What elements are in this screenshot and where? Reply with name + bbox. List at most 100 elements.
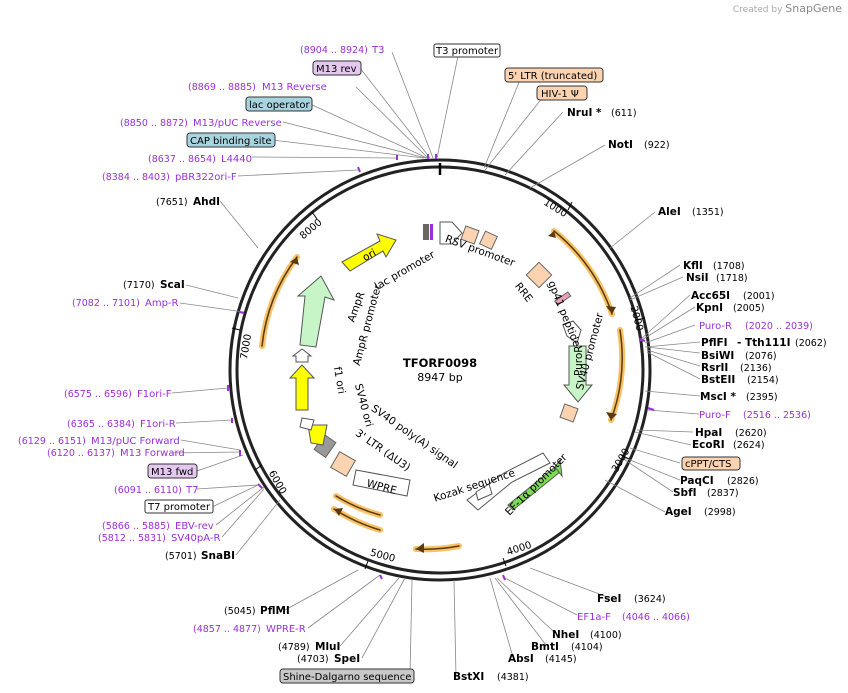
primer-l4440-range: (8637 .. 8654)	[148, 154, 216, 165]
enz-bstxi: BstXI	[453, 671, 484, 683]
primer-m13-forward-range: (6120 .. 6137)	[47, 448, 115, 459]
enz-nsii-pos: (1718)	[716, 273, 748, 284]
enz-pflmi: PflMI	[260, 605, 290, 617]
hiv-box	[536, 85, 588, 101]
primer-t7-name: T7	[185, 485, 198, 496]
enz-acc65i: Acc65I	[691, 290, 730, 302]
primer-puro-f-range: (2516 .. 2536)	[743, 410, 811, 421]
enz-nhei-pos: (4100)	[590, 630, 622, 641]
primer-pbr322-name: pBR322ori-F	[175, 172, 237, 183]
rsv-promoter-arrow	[439, 221, 463, 245]
primer-pbr322-range: (8384 .. 8403)	[102, 172, 170, 183]
primer-f1ori-f-range: (6575 .. 6596)	[64, 389, 132, 400]
primer-t3-name: T3	[371, 45, 384, 56]
enz-sbfi-pos: (2837)	[707, 488, 739, 499]
plasmid-name: TFORF0098	[403, 356, 477, 370]
primer-ampr-range: (7082 .. 7101)	[72, 298, 140, 309]
enzymes-right: NruI * (611) NotI (922) AleI (1351) KflI…	[453, 107, 827, 683]
primer-m13puc-forward-name: M13/pUC Forward	[91, 436, 180, 447]
t7-promoter-label: T7 promoter	[147, 502, 211, 513]
ori-arrow	[341, 233, 397, 272]
enz-kfli: KflI	[683, 260, 703, 272]
puror-label: PuroR	[573, 345, 585, 376]
enz-nhei: NheI	[552, 629, 579, 641]
cppt-box	[681, 456, 741, 471]
enz-tth111i: Tth111I	[745, 337, 790, 349]
hiv-block	[478, 230, 498, 250]
primer-m13-reverse-name: M13 Reverse	[262, 82, 327, 93]
primer-f1ori-r-name: F1ori-R	[140, 419, 176, 430]
enz-scai: ScaI	[160, 279, 185, 291]
enz-mlui-pos: (4789)	[278, 642, 310, 653]
primer-ebv-rev-range: (5866 .. 5885)	[102, 521, 170, 532]
enz-acc65i-pos: (2001)	[743, 291, 775, 302]
primer-l4440-name: L4440	[221, 154, 252, 165]
cppt-label: cPPT/CTS	[685, 459, 731, 470]
lac-operator-box	[245, 96, 313, 112]
primer-marks	[227, 154, 655, 581]
lac-operator-label: lac operator	[249, 100, 310, 111]
enz-pflmi-pos: (5045)	[224, 606, 256, 617]
enz-mlui: MluI	[315, 641, 340, 653]
tick-7000: 7000	[239, 333, 254, 360]
m13-fwd-box	[147, 463, 198, 479]
primer-sv40pa-r-range: (5812 .. 5831)	[98, 533, 166, 544]
enz-bsteii: BstEII	[701, 374, 735, 386]
kozak-arrow	[475, 483, 493, 501]
enz-kfli-pos: (1708)	[713, 261, 745, 272]
enz-bsiwi: BsiWI	[701, 350, 734, 362]
sv40-ori-label: SV40 ori	[352, 382, 375, 428]
enz-fsei: FseI	[597, 593, 621, 605]
primer-sv40pa-r-name: SV40pA-R	[171, 533, 220, 544]
ampr-promoter-arrow	[291, 348, 313, 363]
ef1a-arrow-head	[554, 458, 563, 478]
primer-f1ori-f-name: F1ori-F	[137, 389, 172, 400]
enz-paqci-pos: (2826)	[727, 476, 759, 487]
primer-ef1a-f-range: (4046 .. 4066)	[622, 612, 690, 623]
enz-noti: NotI	[608, 139, 633, 151]
sv40-ori-block	[307, 424, 328, 446]
t7-promoter-box	[144, 499, 214, 514]
primer-ef1a-f-name: EF1a-F	[577, 612, 611, 623]
backbone	[228, 158, 652, 582]
enz-kpni: KpnI	[696, 302, 723, 314]
enz-sbfi: SbfI	[673, 487, 697, 499]
primer-t7-range: (6091 .. 6110)	[114, 485, 182, 496]
top-left-labels: (8904 .. 8924) T3 M13 rev (8869 .. 8885)…	[102, 45, 384, 183]
enz-alei-pos: (1351)	[692, 207, 724, 218]
wpre-box	[352, 469, 411, 497]
primer-f1ori-r-range: (6365 .. 6384)	[67, 419, 135, 430]
sv40-promoter-arrow	[562, 320, 582, 344]
primer-puro-r-range: (2020 .. 2039)	[745, 321, 813, 332]
enz-paqci: PaqCI	[680, 475, 714, 487]
m13-fwd-label: M13 fwd	[151, 467, 193, 478]
feature-small-1	[423, 224, 429, 240]
ltr3-block	[330, 451, 356, 477]
enz-agei: AgeI	[665, 506, 692, 518]
primer-wpre-r-name: WPRE-R	[266, 624, 306, 635]
enz-absi: AbsI	[508, 653, 534, 665]
enz-bsiwi-pos: (2076)	[745, 351, 777, 362]
enz-bmti: BmtI	[531, 641, 559, 653]
primer-ebv-rev-name: EBV-rev	[175, 521, 214, 532]
t3-promoter-label: T3 promoter	[435, 46, 499, 57]
gp41-block	[554, 291, 572, 306]
enz-hpai: HpaI	[695, 427, 722, 439]
m13-rev-label: M13 rev	[316, 64, 357, 75]
primer-wpre-r-range: (4857 .. 4877)	[193, 624, 261, 635]
t3-promoter-box	[433, 43, 501, 58]
enz-msci: MscI *	[700, 391, 736, 403]
shine-dalgarno-box	[279, 668, 415, 684]
primer-m13puc-reverse-name: M13/pUC Reverse	[193, 118, 282, 129]
plasmid-size: 8947 bp	[417, 371, 462, 384]
enz-noti-pos: (922)	[644, 140, 670, 151]
enz-msci-pos: (2395)	[746, 392, 778, 403]
enz-spei-pos: (4703)	[297, 654, 329, 665]
enz-fsei-pos: (3624)	[634, 594, 666, 605]
enz-scai-pos: (7170)	[123, 280, 155, 291]
ltr5-block	[460, 225, 480, 245]
primer-ampr-name: Amp-R	[145, 298, 179, 309]
enz-snabi: SnaBI	[201, 550, 235, 562]
top-right-boxes: T3 promoter 5' LTR (truncated) HIV-1 Ψ	[433, 43, 604, 101]
